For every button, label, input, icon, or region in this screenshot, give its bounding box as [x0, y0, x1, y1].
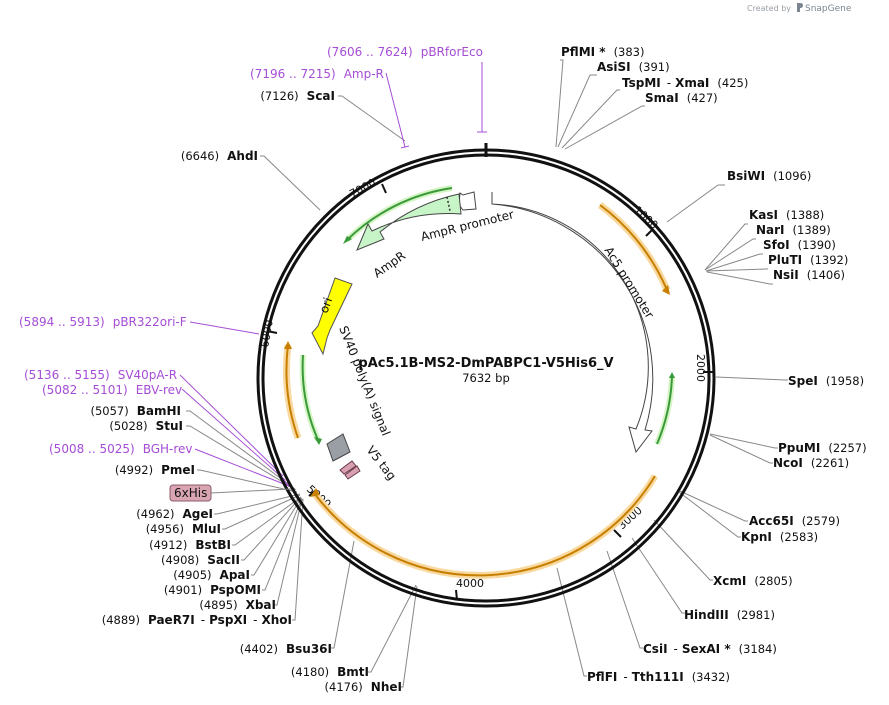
site-stui[interactable]: (5028)StuI [109, 419, 183, 433]
enzyme-labels-right: PflMI *(383) AsiSI(391) TspMI-XmaI(425) … [561, 45, 867, 684]
site-nsii[interactable]: NsiI(1406) [773, 268, 845, 282]
v5-tag-label: V5 tag [364, 443, 399, 483]
site-ppumi[interactable]: PpuMI(2257) [778, 441, 867, 455]
ampr-promoter-arrow [458, 191, 477, 211]
primer-leader-lines [179, 62, 487, 488]
enzyme-labels-left: (7126)ScaI (6646)AhdI (5057)BamHI (5028)… [90, 89, 402, 694]
site-mlui[interactable]: (4956)MluI [146, 522, 221, 536]
site-xcmi[interactable]: XcmI(2805) [713, 574, 793, 588]
orf-arc-upper [599, 204, 668, 291]
site-bmti[interactable]: (4180)BmtI [291, 665, 369, 679]
his-tag-leader-line [210, 488, 292, 494]
plasmid-size: 7632 bp [462, 371, 510, 385]
primer-sv40pa-r[interactable]: (5136 .. 5155)SV40pA-R [24, 368, 177, 382]
green-arc-halo-right [654, 375, 675, 446]
v5-tag-box-2 [344, 465, 361, 480]
primer-pbr322ori-f[interactable]: (5894 .. 5913)pBR322ori-F [19, 315, 187, 329]
ori-arrow [311, 277, 353, 356]
sv40-poly-a-box [326, 433, 351, 462]
snapgene-logo-icon [797, 3, 803, 12]
green-arc-left-arrowhead [314, 437, 322, 445]
site-kasi[interactable]: KasI(1388) [749, 208, 824, 222]
tick-label-6000: 6000 [258, 319, 276, 349]
tick-label-7000: 7000 [347, 176, 378, 201]
green-arc-top-arrowhead [343, 236, 352, 244]
green-arc-right [656, 375, 673, 445]
credit-prefix: Created by [747, 4, 791, 13]
site-apai[interactable]: (4905)ApaI [173, 568, 250, 582]
site-kpni[interactable]: KpnI(2583) [741, 530, 818, 544]
enzyme-leader-lines-left [186, 95, 418, 688]
orf-arc-halo-lower [311, 474, 658, 579]
site-ahdi[interactable]: (6646)AhdI [181, 149, 258, 163]
orf-arc-left [285, 344, 299, 439]
ori-label: ori [317, 296, 335, 315]
site-smai[interactable]: SmaI(427) [645, 91, 718, 105]
primer-amp-r[interactable]: (7196 .. 7215)Amp-R [250, 67, 384, 81]
enzyme-leader-lines-right [555, 59, 788, 677]
v5-tag-box [339, 460, 357, 475]
primer-ebv-rev[interactable]: (5082 .. 5101)EBV-rev [42, 383, 182, 397]
orf-arrowhead-upper [662, 285, 670, 295]
site-pmei[interactable]: (4992)PmeI [115, 463, 195, 477]
snapgene-credit: Created by SnapGene [747, 3, 852, 14]
tick-label-4000: 4000 [456, 577, 484, 590]
primer-labels: (7606 .. 7624)pBRforEco (7196 .. 7215)Am… [19, 45, 483, 456]
primer-pbrforeco[interactable]: (7606 .. 7624)pBRforEco [327, 45, 483, 59]
site-bsiwi[interactable]: BsiWI(1096) [727, 169, 811, 183]
site-xbai[interactable]: (4895)XbaI [199, 598, 276, 612]
primer-bgh-rev[interactable]: (5008 .. 5025)BGH-rev [49, 442, 193, 456]
site-bsu36i[interactable]: (4402)Bsu36I [240, 642, 332, 656]
green-arc-top [346, 187, 453, 241]
sv40-label: SV40 poly(A) signal [336, 324, 393, 438]
site-asisi[interactable]: AsiSI(391) [597, 60, 670, 74]
site-tspmi-xmai[interactable]: TspMI-XmaI(425) [622, 76, 748, 90]
plasmid-name: pAc5.1B-MS2-DmPABPC1-V5His6_V [358, 356, 613, 371]
site-acc65i[interactable]: Acc65I(2579) [749, 514, 840, 528]
his-tag-label: 6xHis [174, 486, 207, 500]
ampr-arrow [356, 193, 462, 251]
site-sfoi[interactable]: SfoI(1390) [763, 238, 836, 252]
site-ncoi[interactable]: NcoI(2261) [773, 456, 849, 470]
tick-label-2000: 2000 [694, 354, 707, 382]
site-hindiii[interactable]: HindIII(2981) [684, 608, 775, 622]
site-agei[interactable]: (4962)AgeI [136, 507, 213, 521]
site-bamhi[interactable]: (5057)BamHI [90, 404, 181, 418]
site-spei[interactable]: SpeI(1958) [788, 374, 864, 388]
orf-arrowhead-lower [310, 488, 320, 497]
site-pluti[interactable]: PluTI(1392) [768, 253, 848, 267]
site-scai[interactable]: (7126)ScaI [260, 89, 335, 103]
green-arc-left [301, 354, 319, 441]
site-pflfi-tth111i[interactable]: PflFI-Tth111I(3432) [587, 670, 730, 684]
site-bstbi[interactable]: (4912)BstBI [149, 538, 231, 552]
site-pflmi[interactable]: PflMI *(383) [561, 45, 645, 59]
ampr-label: AmpR [371, 248, 408, 280]
site-nari[interactable]: NarI(1389) [756, 223, 831, 237]
orf-arrowhead-left [284, 341, 292, 349]
ac5-promoter-arrow [491, 192, 654, 454]
site-nhei[interactable]: (4176)NheI [325, 680, 402, 694]
site-pspomi[interactable]: (4901)PspOMI [164, 583, 261, 597]
site-paer7i-pspxi-xhoi[interactable]: (4889)PaeR7I-PspXI-XhoI [102, 613, 292, 627]
credit-brand: SnapGene [805, 4, 852, 14]
orf-arc-lower [313, 475, 656, 577]
site-csii-sexai[interactable]: CsiI-SexAI *(3184) [643, 642, 777, 656]
green-arc-right-arrowhead [669, 372, 675, 378]
site-sacii[interactable]: (4908)SacII [161, 553, 240, 567]
